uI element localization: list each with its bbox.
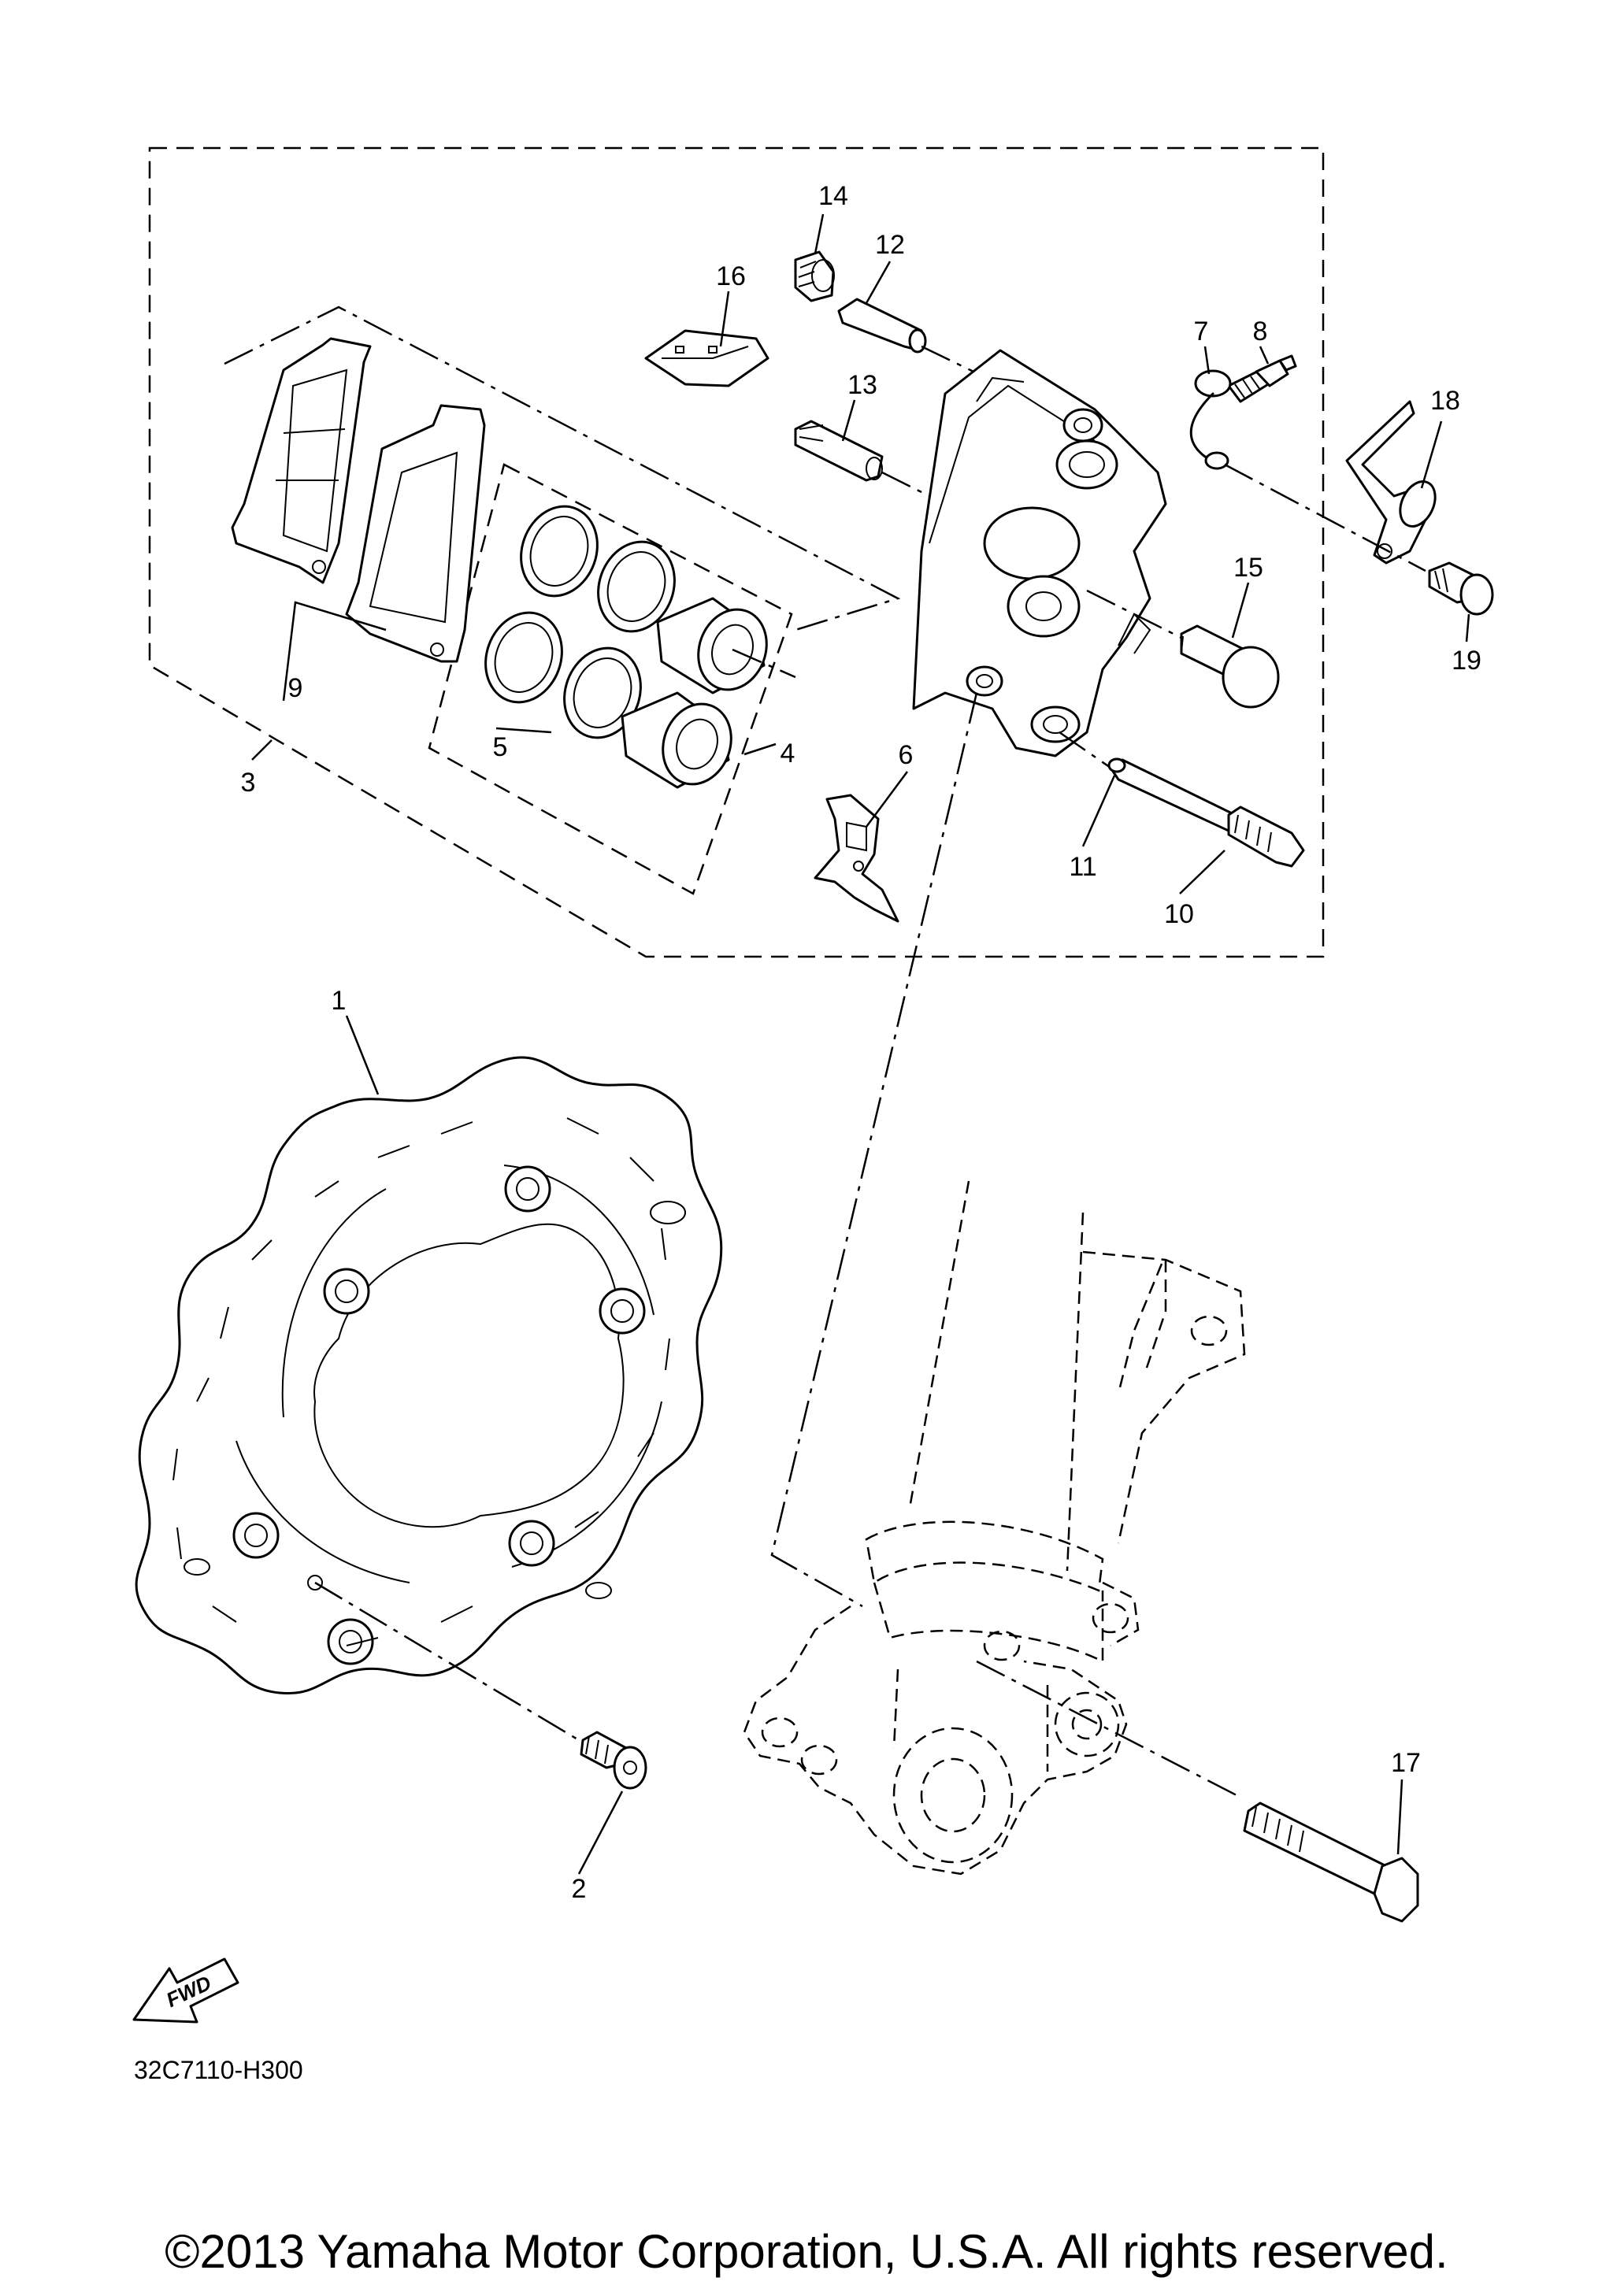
caliper-bolt [1086,589,1280,709]
callout-17: 17 [1391,1748,1421,1778]
callout-4: 4 [781,739,795,768]
callout-12: 12 [875,230,905,260]
bleed-screw [1227,354,1297,403]
piston-seals [484,505,676,739]
callout-2: 2 [572,1874,587,1904]
pin-plug [794,250,835,302]
bleed-cap [1189,369,1232,470]
support-bolt [1059,731,1305,868]
mount-centerline [770,692,978,1608]
fork-mount-bolt [976,1660,1419,1923]
callout-11: 11 [1069,852,1096,882]
callout-6: 6 [899,740,914,770]
brake-disc [135,1056,723,1695]
callout-9: 9 [288,673,303,703]
pistons [621,597,796,789]
diagram-code: 32C7110-H300 [134,2056,303,2084]
front-fork [743,1180,1246,1876]
brake-caliper [912,349,1167,757]
bracket-bolt [1224,463,1494,616]
disc-screw [314,1581,647,1790]
callout-8: 8 [1253,317,1268,346]
pad-spring [644,329,769,387]
pad-support [814,794,899,923]
pad-pin [837,298,1017,394]
copyright: ©2013 Yamaha Motor Corporation, U.S.A. A… [165,2225,1448,2278]
callout-5: 5 [493,732,508,762]
brake-pads [224,306,901,663]
callout-18: 18 [1430,386,1460,416]
callout-16: 16 [716,261,746,291]
hose-bracket [1345,400,1437,565]
fwd-arrow-icon: FWD [132,1957,239,2024]
callouts: 1 2 3 4 5 6 7 8 9 10 11 12 13 14 15 16 1… [241,181,1481,1904]
assembly-boundary [148,146,1325,958]
callout-3: 3 [241,768,256,798]
callout-15: 15 [1233,553,1263,583]
leader-lines [251,213,1470,1875]
callout-10: 10 [1164,899,1194,929]
callout-1: 1 [332,986,347,1016]
callout-7: 7 [1194,317,1209,346]
callout-14: 14 [818,181,848,211]
callout-13: 13 [847,370,877,400]
support-bolt-washer [1107,757,1126,773]
callout-19: 19 [1452,646,1481,676]
